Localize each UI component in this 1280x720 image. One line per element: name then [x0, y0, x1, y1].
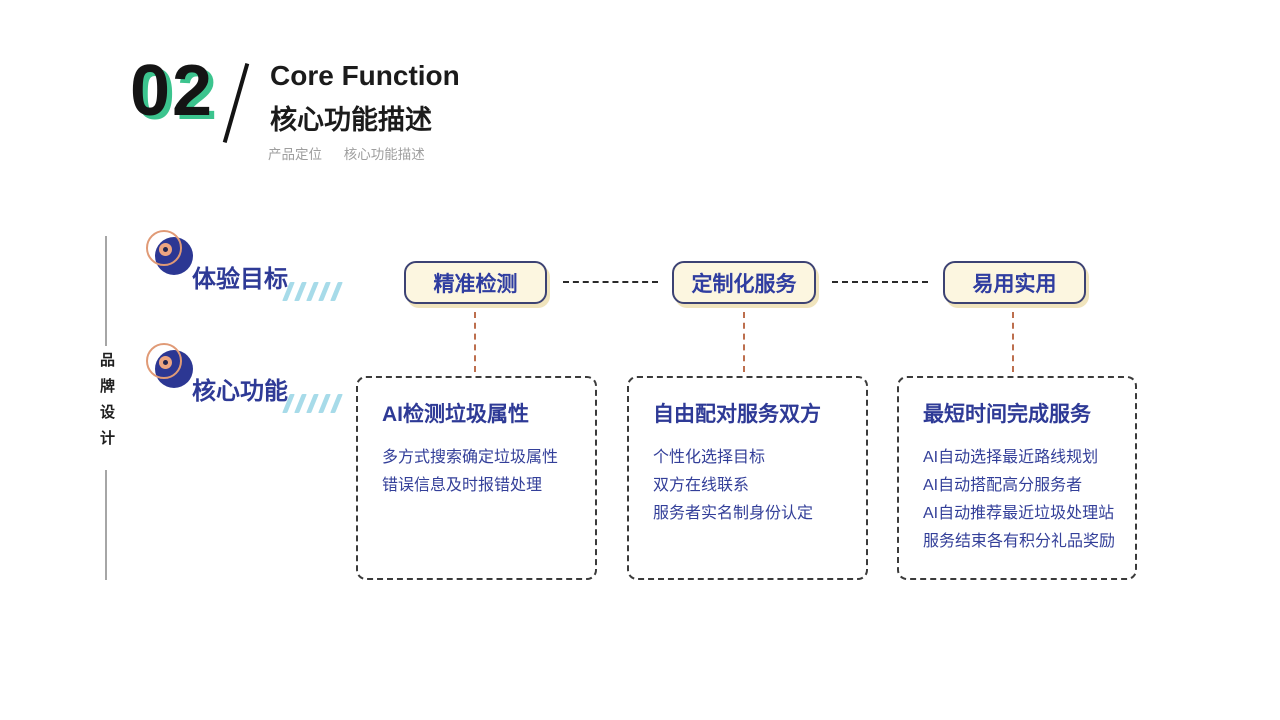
rail-line-top [105, 236, 107, 346]
row-label-experience-goal: 体验目标 [192, 266, 288, 293]
planet-circle-icon [146, 341, 194, 389]
slash-marks-decoration [282, 394, 346, 413]
circle-dot-core [163, 247, 168, 252]
slash-mark-icon [306, 282, 319, 301]
card-line: 服务者实名制身份认定 [653, 505, 814, 522]
planet-circle-icon [146, 228, 194, 276]
feature-card-free-pairing: 自由配对服务双方 个性化选择目标 双方在线联系 服务者实名制身份认定 [627, 376, 868, 580]
feature-card-fast-service: 最短时间完成服务 AI自动选择最近路线规划 AI自动搭配高分服务者 AI自动推荐… [897, 376, 1137, 580]
card-line: 服务结束各有积分礼品奖励 [923, 533, 1116, 550]
dashed-connector-vertical [743, 312, 745, 372]
section-number: 02 [130, 51, 215, 131]
card-title: 自由配对服务双方 [653, 403, 821, 426]
card-title: AI检测垃圾属性 [382, 403, 529, 426]
dashed-connector-horizontal [563, 281, 658, 283]
card-line: 个性化选择目标 [653, 449, 766, 466]
slash-mark-icon [294, 282, 307, 301]
slash-mark-icon [294, 394, 307, 413]
card-line: AI自动搭配高分服务者 [923, 477, 1083, 494]
page-title-english: Core Function [270, 60, 460, 91]
vertical-brand-label: 品牌设计 [98, 352, 115, 456]
pill-customized-service: 定制化服务 [672, 261, 816, 304]
pill-accurate-detection: 精准检测 [404, 261, 547, 304]
card-line: 多方式搜索确定垃圾属性 [382, 449, 559, 466]
slash-divider-icon [222, 63, 250, 143]
row-label-core-function: 核心功能 [192, 378, 288, 405]
dashed-connector-vertical [1012, 312, 1014, 372]
slash-mark-icon [330, 394, 343, 413]
dashed-connector-vertical [474, 312, 476, 372]
slash-mark-icon [318, 282, 331, 301]
rail-line-bottom [105, 470, 107, 580]
feature-card-ai-detection: AI检测垃圾属性 多方式搜索确定垃圾属性 错误信息及时报错处理 [356, 376, 597, 580]
circle-ring [146, 343, 182, 379]
slash-mark-icon [330, 282, 343, 301]
card-line: 双方在线联系 [653, 477, 750, 494]
slash-marks-decoration [282, 282, 346, 301]
page-title-chinese: 核心功能描述 [270, 105, 432, 135]
breadcrumb: 产品定位 核心功能描述 [268, 143, 443, 163]
card-title: 最短时间完成服务 [923, 403, 1091, 426]
slash-mark-icon [318, 394, 331, 413]
card-line: AI自动选择最近路线规划 [923, 449, 1099, 466]
pill-easy-practical: 易用实用 [943, 261, 1086, 304]
breadcrumb-item-core-function: 核心功能描述 [343, 147, 425, 162]
breadcrumb-item-product-positioning: 产品定位 [268, 147, 322, 162]
card-line: 错误信息及时报错处理 [382, 477, 543, 494]
circle-ring [146, 230, 182, 266]
slash-mark-icon [306, 394, 319, 413]
dashed-connector-horizontal [832, 281, 928, 283]
card-line: AI自动推荐最近垃圾处理站 [923, 505, 1115, 522]
circle-dot-core [163, 360, 168, 365]
